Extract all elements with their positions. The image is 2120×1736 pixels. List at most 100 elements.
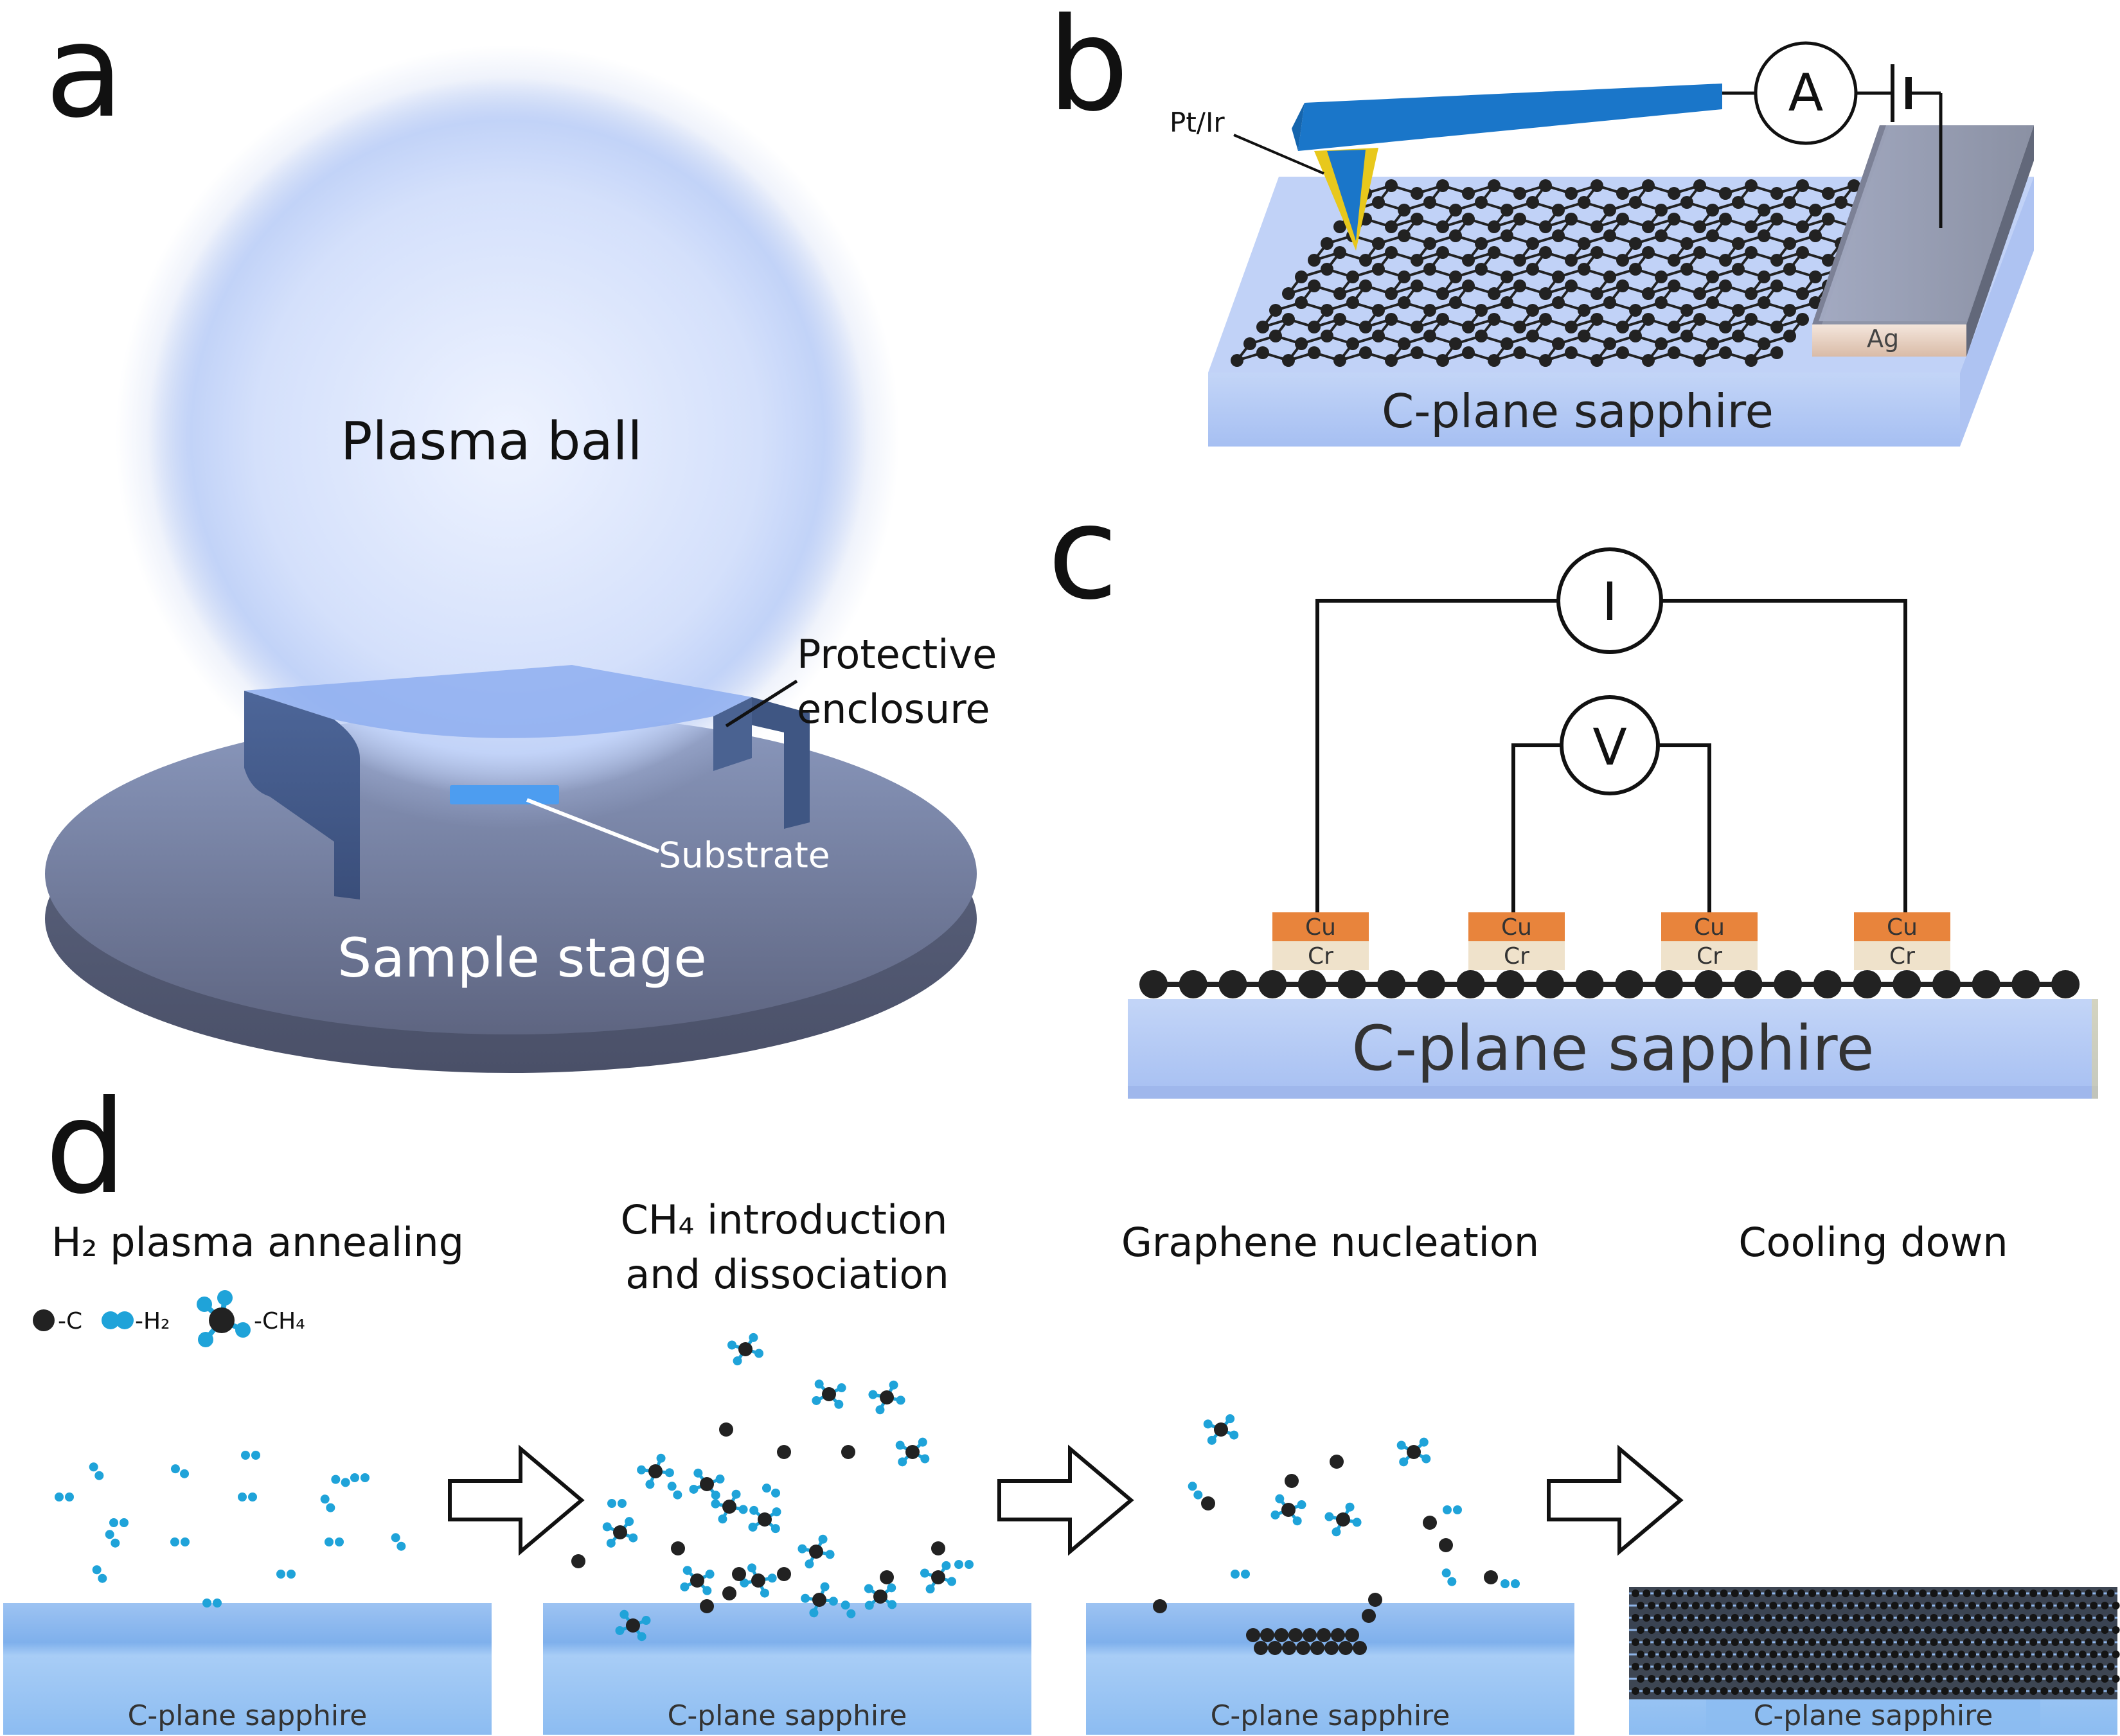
carbon-atom [1285, 1474, 1299, 1488]
substrate-3: C-plane sapphire [1086, 1603, 1574, 1735]
carbon-atom [2090, 1675, 2098, 1683]
graphene-film [1629, 1587, 2120, 1699]
h2-atom [92, 1565, 102, 1575]
carbon-atom [1680, 1651, 1689, 1658]
carbon-atom [2112, 1602, 2120, 1609]
carbon-atom [1664, 1663, 1673, 1670]
carbon-atom [1449, 229, 1462, 242]
carbon-atom [2067, 1626, 2076, 1634]
battery-icon [1891, 64, 1912, 122]
carbon-atom [1643, 1590, 1651, 1597]
carbon-atom [1693, 354, 1706, 367]
h-atom [864, 1600, 874, 1610]
carbon-atom [1333, 354, 1346, 367]
carbon-atom [1642, 246, 1655, 259]
cu-label: Cu [1887, 914, 1918, 941]
carbon-atom [1758, 1675, 1767, 1683]
carbon-atom [1753, 1614, 1761, 1622]
carbon-atom [1462, 321, 1475, 333]
carbon-atom [1963, 1614, 1971, 1622]
carbon-atom [1974, 1590, 1982, 1597]
carbon-atom [1692, 1602, 1700, 1609]
ag-electrode: Ag [1812, 125, 2034, 357]
carbon-atom [1565, 254, 1578, 267]
carbon-atom [1725, 1675, 1733, 1683]
plasma-ball-label: Plasma ball [341, 411, 642, 472]
carbon-atom [1941, 1663, 1949, 1670]
carbon-atom [1985, 1638, 1993, 1646]
carbon-atom [1891, 1675, 1899, 1683]
carbon-atom [1616, 346, 1629, 359]
carbon-atom [2056, 1651, 2065, 1658]
panel-c-letter: c [1047, 479, 1118, 628]
carbon-atom [1996, 1590, 2004, 1597]
h2-atom [1441, 1568, 1451, 1578]
h-atom [606, 1538, 616, 1548]
carbon-atom [1501, 204, 1513, 217]
carbon-atom [671, 1541, 685, 1555]
carbon-atom [1957, 1651, 1965, 1658]
h-atom [1396, 1440, 1406, 1450]
carbon-atom [2056, 1675, 2065, 1683]
carbon-atom [1803, 1675, 1810, 1683]
carbon-atom [1256, 321, 1269, 333]
carbon-atom [1333, 287, 1346, 300]
carbon-atom [1745, 220, 1758, 233]
carbon-atom [2096, 1590, 2104, 1597]
carbon-atom [1770, 213, 1783, 226]
carbon-atom [1830, 1663, 1839, 1670]
carbon-atom [1941, 1614, 1949, 1622]
carbon-atom [1687, 1614, 1695, 1622]
carbon-atom [1719, 213, 1732, 226]
carbon-atom [1462, 279, 1475, 292]
carbon-atom [1990, 1651, 1999, 1658]
carbon-atom [1835, 1675, 1844, 1683]
carbon-atom [1853, 1638, 1860, 1646]
h2-atom [251, 1451, 260, 1460]
h2-atom [238, 1492, 247, 1501]
carbon-atom [1952, 1590, 1960, 1597]
carbon-atom [2018, 1687, 2026, 1695]
carbon-atom [1764, 1638, 1772, 1646]
carbon-atom [1359, 346, 1372, 359]
carbon-atom [1935, 1675, 1943, 1683]
carbon-atom [1896, 1687, 1905, 1695]
carbon-atom [1449, 296, 1462, 309]
carbon-atom [1668, 346, 1680, 359]
carbon-atom [1475, 263, 1488, 276]
carbon-atom [1946, 1602, 1954, 1609]
carbon-atom [1496, 970, 1525, 998]
h-atom [1225, 1414, 1235, 1424]
carbon-atom [1372, 304, 1385, 317]
h2-atom [965, 1560, 974, 1569]
h2-atom [673, 1490, 682, 1500]
carbon-atom [1731, 1614, 1739, 1622]
carbon-atom [1919, 1638, 1927, 1646]
carbon-atom [1539, 179, 1552, 192]
carbon-atom [1742, 1663, 1750, 1670]
carbon-atom [719, 1422, 733, 1437]
cu-layer [1468, 912, 1565, 941]
carbon-atom [1791, 1602, 1799, 1609]
carbon-atom [1643, 1687, 1651, 1695]
carbon-atom [1698, 1614, 1706, 1622]
carbon-atom [1321, 304, 1333, 317]
methane-carbon [1281, 1503, 1296, 1517]
carbon-atom [1643, 1638, 1651, 1646]
carbon-atom [1346, 337, 1359, 350]
h2-atom [276, 1570, 285, 1579]
carbon-atom [1664, 1638, 1673, 1646]
carbon-atom [2062, 1638, 2071, 1646]
carbon-atom [1769, 1626, 1777, 1634]
carbon-atom [1930, 1663, 1938, 1670]
carbon-atom [1824, 1675, 1833, 1683]
carbon-atom [1908, 1663, 1916, 1670]
carbon-atom [1796, 246, 1809, 259]
substrate-1: C-plane sapphire [3, 1603, 492, 1735]
h-atom [941, 1561, 951, 1570]
h-atom [825, 1550, 835, 1559]
h2-atom [1501, 1579, 1510, 1588]
cu-layer [1272, 912, 1369, 941]
carbon-atom [1590, 287, 1603, 300]
